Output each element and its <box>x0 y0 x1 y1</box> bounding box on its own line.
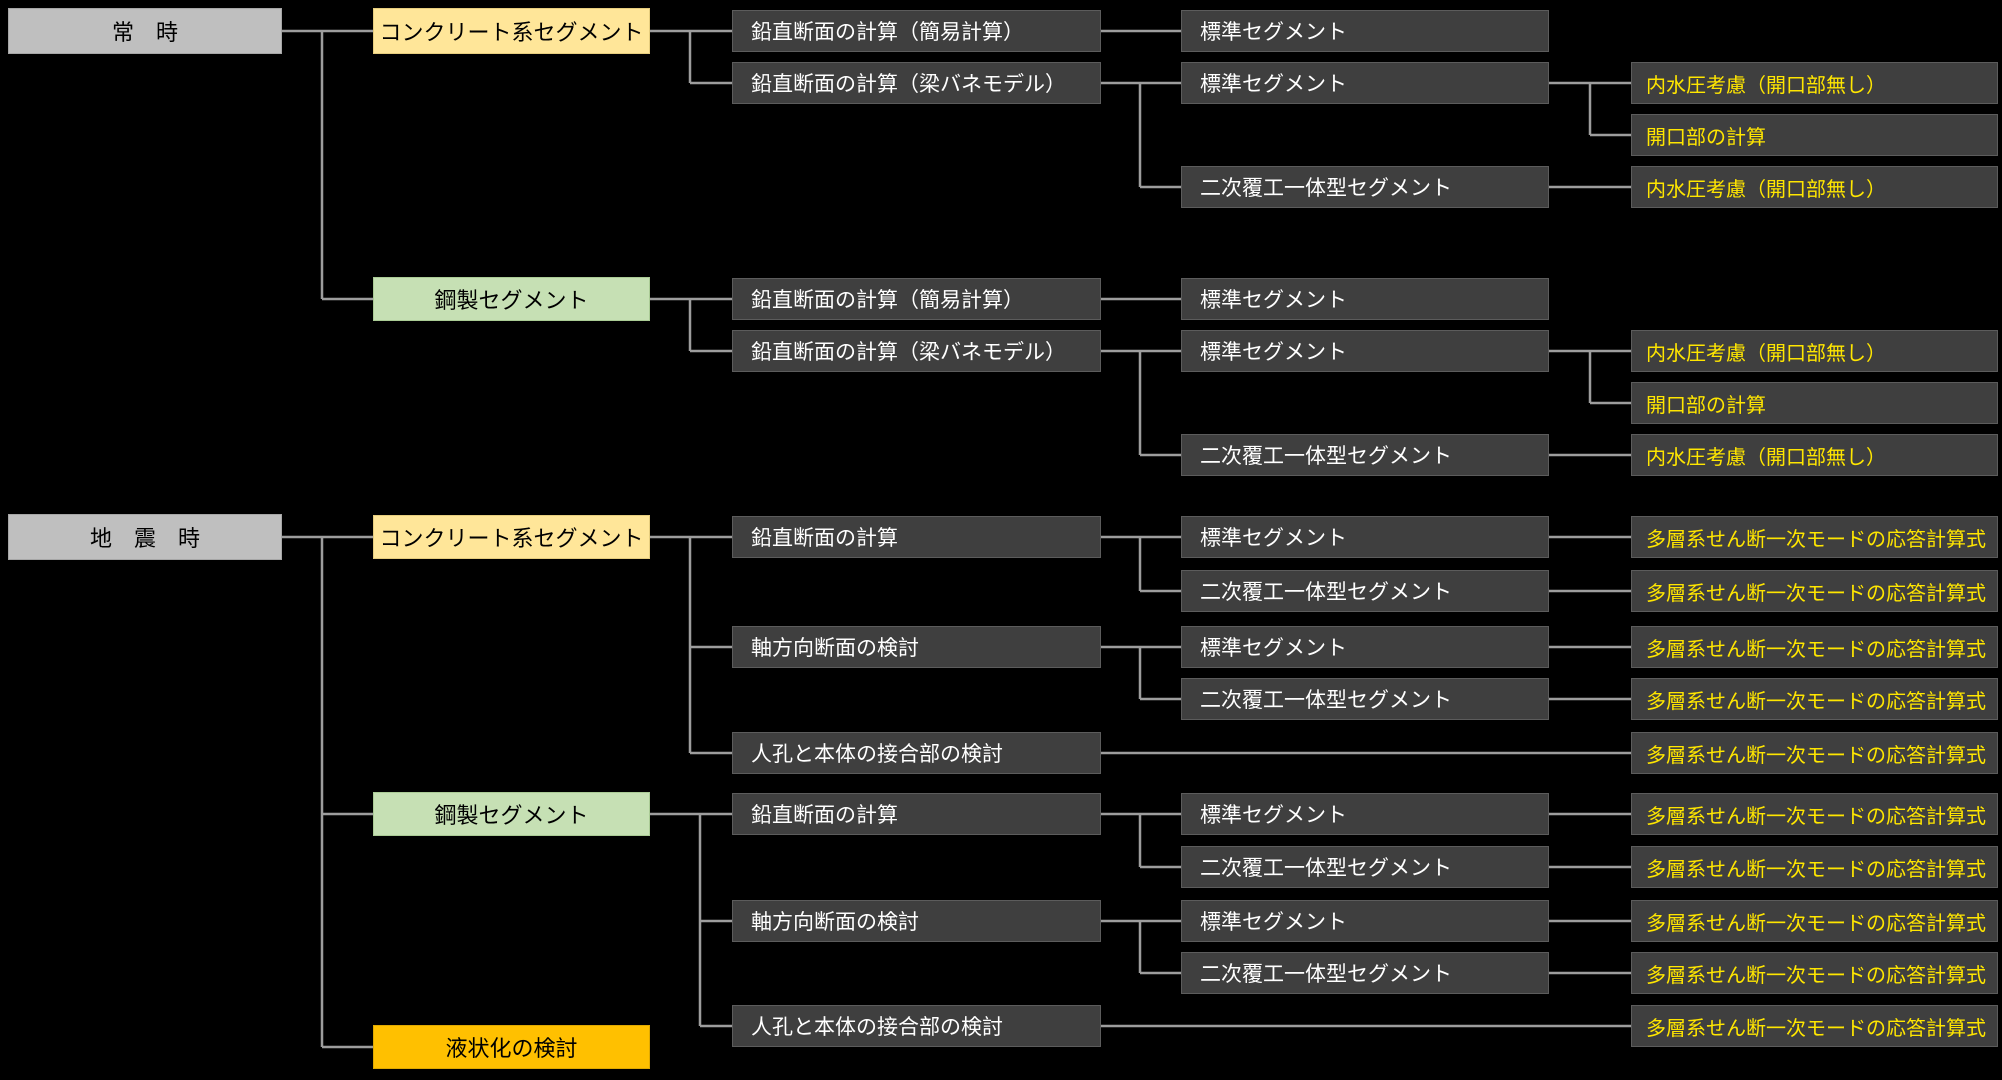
node-seismic-steel-manhole-joint: 人孔と本体の接合部の検討 <box>732 1005 1101 1047</box>
node-seismic-root: 地 震 時 <box>8 514 282 560</box>
node-seismic-concrete: コンクリート系セグメント <box>373 515 650 559</box>
node-normal-steel-internal-pressure-2: 内水圧考慮（開口部無し） <box>1631 434 1998 476</box>
node-normal-steel-calc-simple: 鉛直断面の計算（簡易計算） <box>732 278 1101 320</box>
node-seismic-steel-response-3: 多層系せん断一次モードの応答計算式 <box>1631 900 1998 942</box>
node-seismic-steel-response-5: 多層系せん断一次モードの応答計算式 <box>1631 1005 1998 1047</box>
node-normal-steel-seg-standard-2: 標準セグメント <box>1181 330 1549 372</box>
node-seismic-steel-response-4: 多層系せん断一次モードの応答計算式 <box>1631 952 1998 994</box>
node-normal-root: 常 時 <box>8 8 282 54</box>
node-normal-concrete-internal-pressure-1: 内水圧考慮（開口部無し） <box>1631 62 1998 104</box>
node-normal-concrete-seg-standard-2: 標準セグメント <box>1181 62 1549 104</box>
node-seismic-concrete-response-5: 多層系せん断一次モードの応答計算式 <box>1631 732 1998 774</box>
node-seismic-steel-calc-axial: 軸方向断面の検討 <box>732 900 1101 942</box>
node-seismic-steel-seg-secondary-1: 二次覆工一体型セグメント <box>1181 846 1549 888</box>
node-seismic-concrete-response-4: 多層系せん断一次モードの応答計算式 <box>1631 678 1998 720</box>
node-seismic-steel-calc-vertical: 鉛直断面の計算 <box>732 793 1101 835</box>
node-seismic-concrete-calc-axial: 軸方向断面の検討 <box>732 626 1101 668</box>
node-seismic-steel-seg-standard-1: 標準セグメント <box>1181 793 1549 835</box>
node-normal-concrete-calc-beam: 鉛直断面の計算（梁バネモデル） <box>732 62 1101 104</box>
node-seismic-steel-seg-standard-2: 標準セグメント <box>1181 900 1549 942</box>
node-normal-concrete-seg-standard-1: 標準セグメント <box>1181 10 1549 52</box>
node-seismic-concrete-response-3: 多層系せん断一次モードの応答計算式 <box>1631 626 1998 668</box>
node-seismic-concrete-seg-secondary-2: 二次覆工一体型セグメント <box>1181 678 1549 720</box>
node-normal-concrete-calc-simple: 鉛直断面の計算（簡易計算） <box>732 10 1101 52</box>
node-seismic-steel: 鋼製セグメント <box>373 792 650 836</box>
node-seismic-concrete-response-2: 多層系せん断一次モードの応答計算式 <box>1631 570 1998 612</box>
node-seismic-concrete-seg-standard-2: 標準セグメント <box>1181 626 1549 668</box>
node-normal-steel-opening-calc: 開口部の計算 <box>1631 382 1998 424</box>
node-normal-steel-seg-standard-1: 標準セグメント <box>1181 278 1549 320</box>
node-seismic-concrete-response-1: 多層系せん断一次モードの応答計算式 <box>1631 516 1998 558</box>
node-normal-steel-seg-secondary: 二次覆工一体型セグメント <box>1181 434 1549 476</box>
node-seismic-concrete-calc-vertical: 鉛直断面の計算 <box>732 516 1101 558</box>
node-normal-steel: 鋼製セグメント <box>373 277 650 321</box>
node-seismic-steel-response-2: 多層系せん断一次モードの応答計算式 <box>1631 846 1998 888</box>
node-normal-concrete: コンクリート系セグメント <box>373 8 650 54</box>
node-normal-steel-internal-pressure-1: 内水圧考慮（開口部無し） <box>1631 330 1998 372</box>
node-seismic-steel-seg-secondary-2: 二次覆工一体型セグメント <box>1181 952 1549 994</box>
node-seismic-liquefaction: 液状化の検討 <box>373 1025 650 1069</box>
node-seismic-concrete-manhole-joint: 人孔と本体の接合部の検討 <box>732 732 1101 774</box>
node-seismic-concrete-seg-standard-1: 標準セグメント <box>1181 516 1549 558</box>
node-normal-steel-calc-beam: 鉛直断面の計算（梁バネモデル） <box>732 330 1101 372</box>
node-normal-concrete-internal-pressure-2: 内水圧考慮（開口部無し） <box>1631 166 1998 208</box>
node-seismic-concrete-seg-secondary-1: 二次覆工一体型セグメント <box>1181 570 1549 612</box>
node-normal-concrete-seg-secondary: 二次覆工一体型セグメント <box>1181 166 1549 208</box>
node-seismic-steel-response-1: 多層系せん断一次モードの応答計算式 <box>1631 793 1998 835</box>
node-normal-concrete-opening-calc: 開口部の計算 <box>1631 114 1998 156</box>
